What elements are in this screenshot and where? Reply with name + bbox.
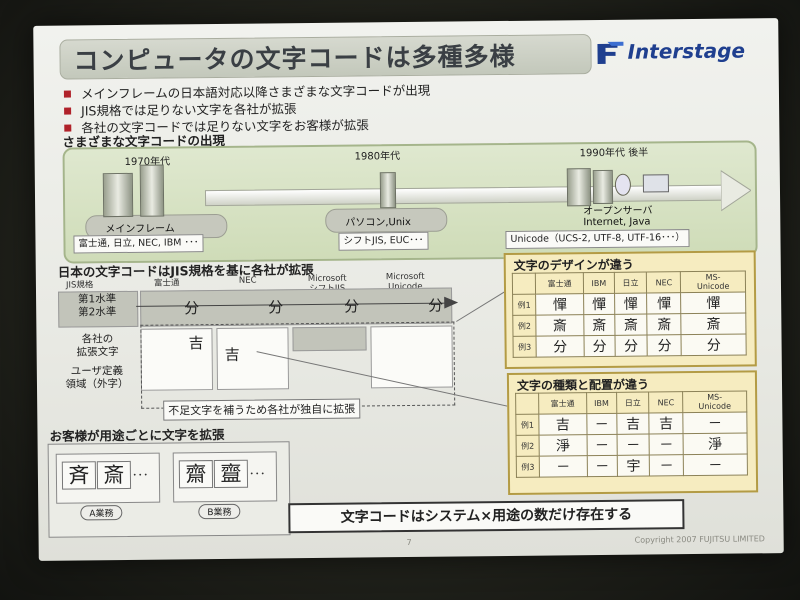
type-row-label: 例3 xyxy=(516,456,540,478)
codes-pc: シフトJIS, EUC･･･ xyxy=(338,231,429,251)
design-cell: 斎 xyxy=(647,313,682,336)
design-cell: 分 xyxy=(614,335,648,357)
type-col-3: 日立 xyxy=(616,391,650,414)
type-col-2: IBM xyxy=(586,392,617,414)
design-cell: 憚 xyxy=(535,293,585,316)
type-row-label: 例1 xyxy=(515,414,540,436)
arrow-right-icon xyxy=(444,296,459,309)
design-cell: 憚 xyxy=(614,293,648,315)
type-cell: － xyxy=(682,411,748,434)
design-col-5: MS- Unicode xyxy=(680,270,746,293)
design-cell: 分 xyxy=(584,335,615,357)
mainframe-cabinet-icon xyxy=(139,164,165,217)
type-col-1: 富士通 xyxy=(538,392,587,415)
group-b-label: B業務 xyxy=(198,503,241,520)
presentation-slide: コンピュータの文字コードは多種多様 Interstage メインフレームの日本語… xyxy=(33,18,784,561)
group-b-char-1: 齋 xyxy=(178,460,214,489)
group-a-char-2: 斎 xyxy=(96,460,132,490)
type-cell: 吉 xyxy=(538,413,587,436)
type-cell: 淨 xyxy=(683,432,748,455)
design-cell: 分 xyxy=(535,335,585,358)
type-row-label: 例2 xyxy=(516,435,540,457)
group-a-label: A業務 xyxy=(80,505,123,521)
type-cell: － xyxy=(586,413,617,435)
type-cell: 吉 xyxy=(616,412,650,435)
group-a-ellipsis: ･･･ xyxy=(131,468,149,482)
type-col-5: MS- Unicode xyxy=(682,390,747,413)
type-cell: － xyxy=(539,455,588,478)
server-2-icon xyxy=(592,169,614,205)
design-cell: 分 xyxy=(647,334,682,356)
type-table: 富士通 IBM 日立 NEC MS- Unicode 例1 吉 － 吉 吉 － … xyxy=(515,390,748,478)
design-cell: 斎 xyxy=(614,314,648,336)
type-col-4: NEC xyxy=(648,391,683,413)
laptop-icon xyxy=(642,174,669,193)
codes-unicode: Unicode（UCS-2, UTF-8, UTF-16･･･） xyxy=(505,229,690,249)
type-cell: － xyxy=(649,454,684,476)
type-cell: 宇 xyxy=(617,454,650,477)
connector-lines xyxy=(256,284,538,414)
globe-icon xyxy=(614,173,632,196)
pc-tower-icon xyxy=(379,172,397,209)
type-cell: － xyxy=(587,455,618,477)
type-cell: 淨 xyxy=(539,434,588,457)
server-icon xyxy=(566,168,592,207)
type-cell: － xyxy=(649,433,684,455)
page-number: 7 xyxy=(406,537,412,548)
codes-mainframe: 富士通, 日立, NEC, IBM ･･･ xyxy=(73,234,204,254)
design-col-1: 富士通 xyxy=(535,272,584,295)
row-user-defined: ユーザ定義 領域（外字） xyxy=(65,364,129,391)
era-year-1980: 1980年代 xyxy=(354,151,401,163)
row-level12: 第1水準 第2水準 xyxy=(77,293,117,319)
design-cell: 斎 xyxy=(681,312,746,335)
design-cell: 憚 xyxy=(646,292,682,315)
design-cell: 憚 xyxy=(680,291,746,314)
interstage-logo-icon xyxy=(597,41,624,65)
design-row-label: 例1 xyxy=(512,294,536,316)
design-col-2: IBM xyxy=(583,272,615,294)
type-cell: － xyxy=(586,434,618,456)
group-a-char-1: 斉 xyxy=(61,461,97,490)
design-cell: 斎 xyxy=(535,314,585,337)
device-label-server: オープンサーバ Internet, Java xyxy=(583,205,653,229)
group-b-ellipsis: ･･･ xyxy=(248,467,266,481)
mainframe-icon xyxy=(102,172,134,218)
type-cell: 吉 xyxy=(649,412,684,434)
arrow-head-icon xyxy=(720,169,752,212)
design-cell: 憚 xyxy=(583,293,615,315)
device-label-pc: パソコン,Unix xyxy=(345,216,411,229)
type-cell: － xyxy=(616,433,650,456)
col-jis: JIS規格 xyxy=(65,280,94,291)
row-vendor-ext: 各社の 拡張文字 xyxy=(76,333,119,359)
device-label-mainframe: メインフレーム xyxy=(105,223,175,236)
design-row-label: 例2 xyxy=(512,315,536,337)
design-row-label: 例3 xyxy=(512,336,537,358)
col-fujitsu: 富士通 xyxy=(153,278,180,289)
slide-title: コンピュータの文字コードは多種多様 xyxy=(73,41,516,76)
design-col-4: NEC xyxy=(646,271,681,294)
design-cell: 分 xyxy=(681,333,747,356)
design-col-3: 日立 xyxy=(613,272,647,294)
design-table: 富士通 IBM 日立 NEC MS- Unicode 例1 憚 憚 憚 憚 憚 … xyxy=(512,270,747,358)
copyright: Copyright 2007 FUJITSU LIMITED xyxy=(634,534,765,545)
group-b-char-2: 齍 xyxy=(213,459,249,489)
logo-text: Interstage xyxy=(627,38,746,64)
summary-banner: 文字コードはシステム×用途の数だけ存在する xyxy=(288,499,685,534)
design-cell: 斎 xyxy=(584,314,615,336)
era-year-1990: 1990年代 後半 xyxy=(579,147,649,160)
char-bun-fujitsu: 分 xyxy=(184,299,200,318)
type-cell: － xyxy=(683,453,748,476)
